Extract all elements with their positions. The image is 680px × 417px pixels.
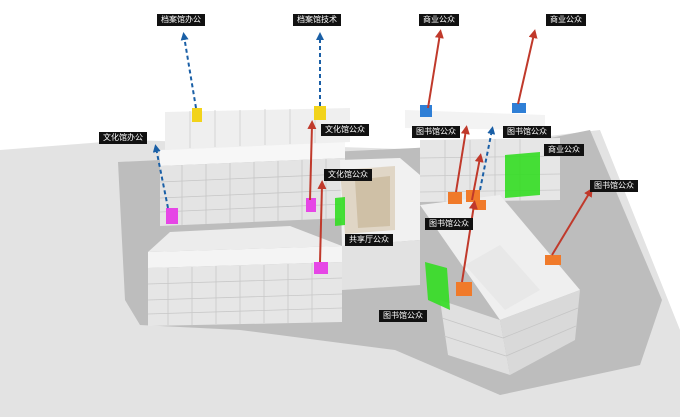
label-archive-office: 档案馆办公: [157, 14, 205, 26]
green-wall-atrium: [335, 197, 345, 226]
label-library-public-2: 图书馆公众: [503, 126, 551, 138]
right-diagonal-wing: [420, 195, 580, 375]
label-culture-office: 文化馆办公: [99, 132, 147, 144]
library-core-5: [456, 282, 472, 296]
culture-core-3: [314, 262, 328, 274]
archive-core-1: [192, 108, 202, 122]
arrow-library-1: [455, 125, 470, 193]
label-library-public-3: 图书馆公众: [590, 180, 638, 192]
commercial-core-1: [420, 105, 432, 117]
culture-core-1: [166, 208, 178, 224]
label-library-public-4: 图书馆公众: [425, 218, 473, 230]
label-commercial-public-2: 商业公众: [546, 14, 586, 26]
arrow-culture-office: [152, 144, 169, 209]
label-archive-tech: 档案馆技术: [293, 14, 341, 26]
arrow-commercial-2: [517, 29, 538, 105]
arrow-culture-public-upper: [307, 120, 317, 201]
library-core-3: [474, 200, 486, 210]
label-culture-public: 文化馆公众: [321, 124, 369, 136]
arrow-library-4: [461, 200, 478, 283]
arrow-culture-public-lower: [317, 180, 327, 263]
label-shared-hall-public: 共享厅公众: [345, 234, 393, 246]
arrow-archive-office: [180, 32, 197, 109]
green-wall-lower: [425, 262, 450, 310]
green-wall-upper: [505, 152, 540, 198]
arrow-library-3: [551, 187, 593, 256]
label-commercial-public-1: 商业公众: [419, 14, 459, 26]
label-library-public-1: 图书馆公众: [412, 126, 460, 138]
library-core-1: [448, 192, 462, 204]
label-culture-public-2: 文化馆公众: [324, 169, 372, 181]
library-core-4: [545, 255, 561, 265]
left-lower-wing: [147, 226, 343, 326]
culture-core-2: [306, 198, 316, 212]
label-library-public-5: 图书馆公众: [379, 310, 427, 322]
label-commercial-public-3: 商业公众: [544, 144, 584, 156]
archive-core-2: [314, 106, 326, 120]
arrow-library-staff: [479, 126, 496, 191]
arrow-library-2: [471, 153, 484, 201]
commercial-core-2: [512, 103, 526, 113]
arrow-commercial-1: [427, 29, 444, 109]
